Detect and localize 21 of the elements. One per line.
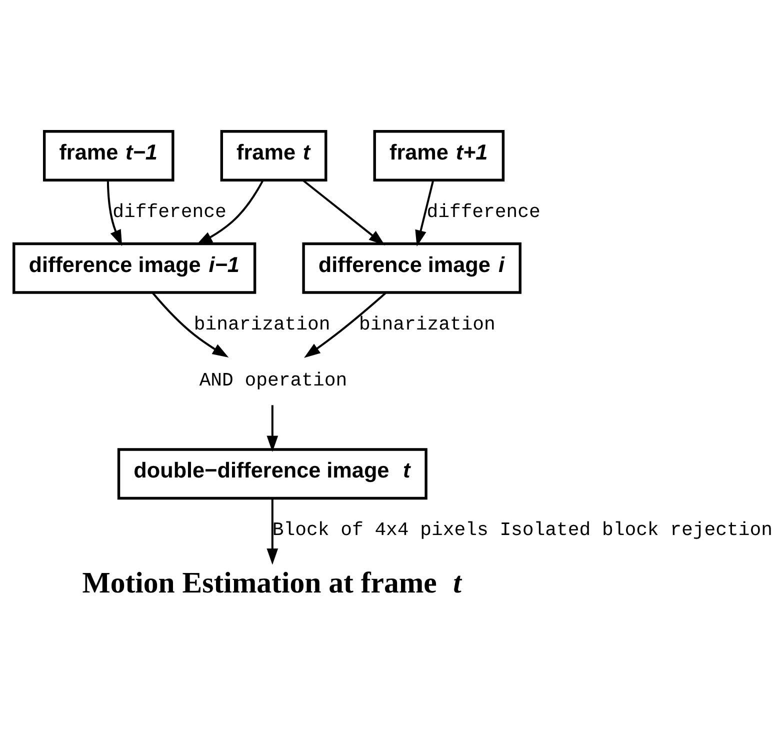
arrow (152, 292, 229, 358)
edge-label: difference (112, 200, 226, 223)
edge-label: binarization (359, 313, 496, 336)
edge-label: difference (426, 200, 540, 223)
edge-label: binarization (194, 313, 330, 336)
node-box: double−difference image t (117, 448, 428, 500)
node-box: frame t (220, 130, 328, 182)
node-box: frame t−1 (42, 130, 174, 182)
arrow (266, 405, 278, 452)
node-text: AND operation (199, 369, 348, 392)
arrow (196, 180, 264, 245)
edge-label: Block of 4x4 pixels Isolated block rejection (272, 519, 772, 542)
node-text: Motion Estimation at frame t (82, 566, 462, 600)
arrow (304, 292, 387, 358)
arrow (415, 180, 434, 247)
arrow (302, 180, 385, 246)
node-box: difference image i−1 (12, 242, 256, 294)
arrow (106, 180, 122, 246)
node-box: frame t+1 (373, 130, 505, 182)
node-box: difference image i (302, 242, 522, 294)
arrow (266, 498, 278, 565)
